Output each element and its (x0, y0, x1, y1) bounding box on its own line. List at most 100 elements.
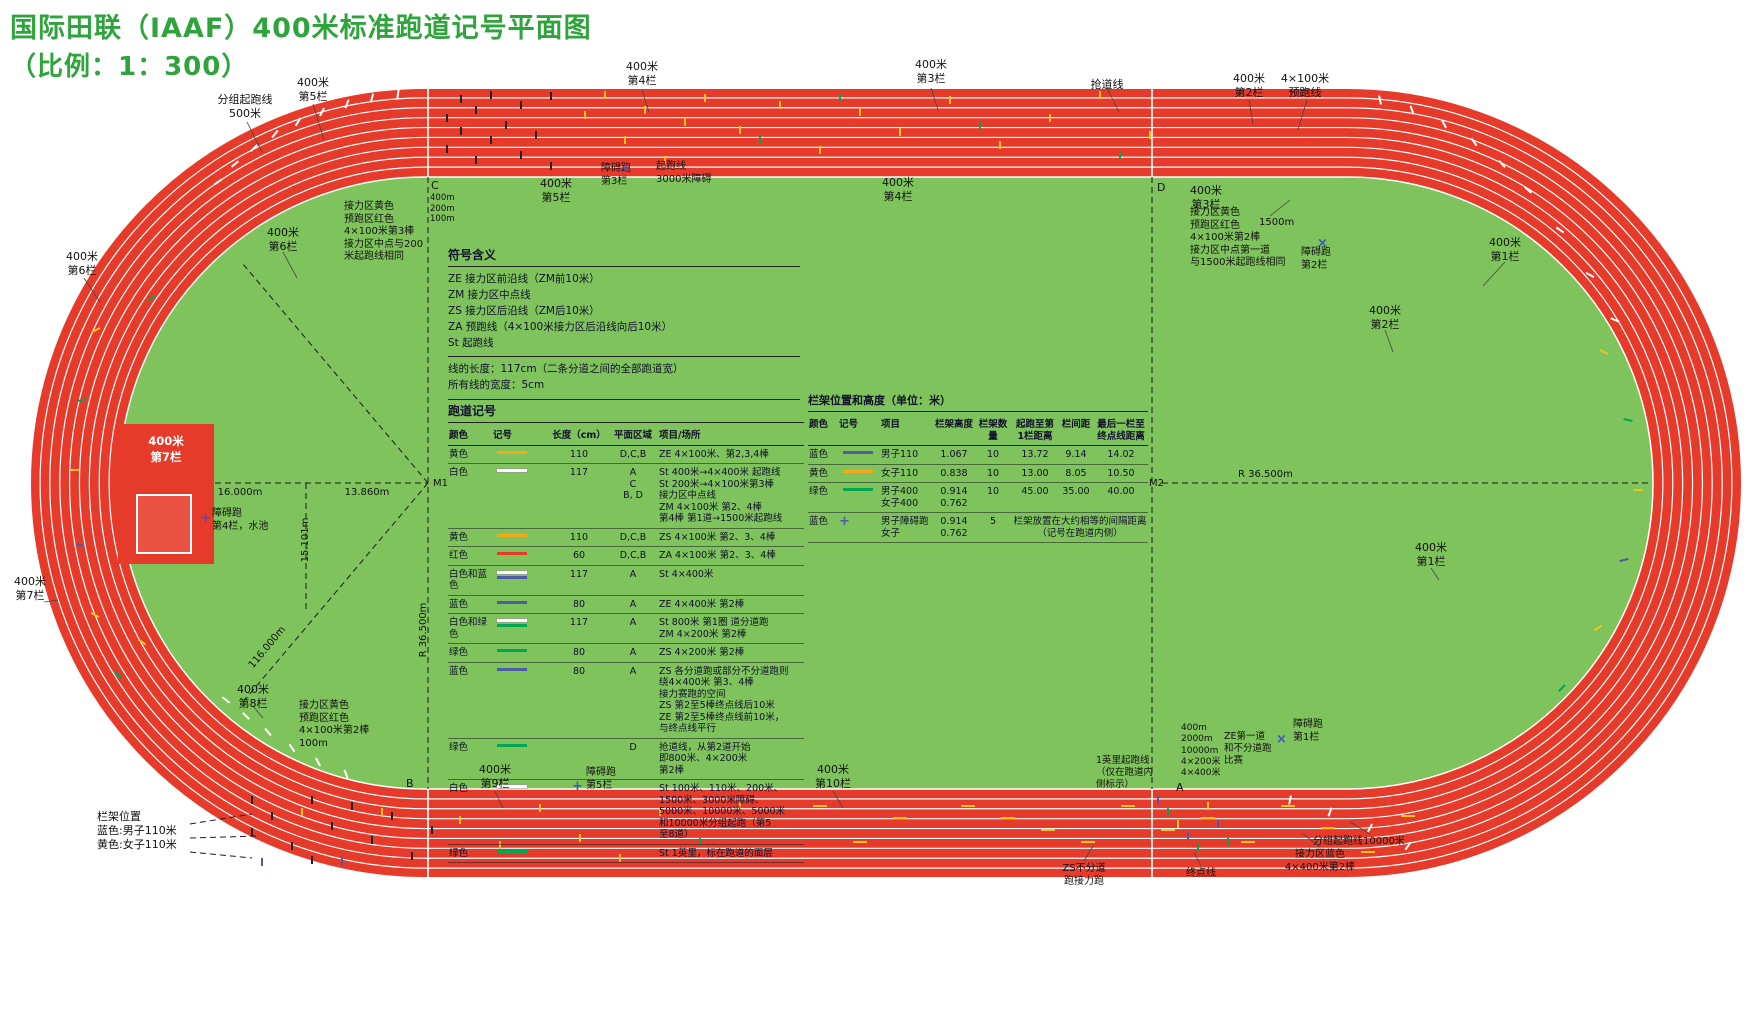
label-400m-hurdle6-mid: 400米 第6栏 (267, 226, 299, 253)
label-a-distances: 400m 2000m 10000m 4×200米 4×400米 (1181, 723, 1221, 778)
hurdles-color-name: 蓝色 (809, 449, 829, 460)
plus-mark-icon: + (839, 514, 850, 529)
marks-color-name: 绿色 (449, 847, 469, 859)
callout-line-12 (1430, 567, 1440, 581)
label-400m-hurdle1-right: 400米 第1栏 (1415, 541, 1447, 568)
track-mark-107 (499, 841, 501, 849)
construction-line-8 (189, 835, 259, 839)
track-mark-96 (331, 822, 333, 830)
track-mark-31 (759, 136, 761, 144)
track-mark-59 (147, 294, 157, 302)
marks-swatch (492, 549, 550, 558)
track-mark-39 (294, 117, 302, 127)
color-bar-icon (497, 552, 527, 555)
hurdles-height: 1.067 (940, 449, 968, 460)
callout-line-17 (1193, 851, 1202, 867)
marks-color-name: 黄色 (449, 531, 469, 543)
marks-usage: St 1英里，标在跑道的面层 (659, 847, 773, 859)
hurdles-between: 35.00 (1062, 486, 1090, 497)
label-400m-hurdle2-right: 400米 第2栏 (1369, 304, 1401, 331)
marks-length (550, 847, 608, 849)
track-mark-99 (391, 812, 393, 820)
marks-usage: St 800米 第1圈 道分道跑 ZM 4×200米 第2棒 (659, 617, 769, 640)
track-mark-70 (1081, 841, 1095, 843)
marks-length: 117 (569, 467, 589, 478)
label-point-b: B (406, 777, 414, 790)
callout-line-2 (641, 89, 650, 113)
callout-line-15 (832, 790, 844, 809)
callout-line-18 (1302, 833, 1321, 848)
marks-usage: ZE 4×400米 第2棒 (659, 598, 745, 610)
track-mark-114 (1288, 795, 1292, 805)
track-mark-12 (550, 92, 552, 100)
track-mark-122 (315, 757, 321, 767)
track-mark-118 (221, 696, 231, 704)
hurdles-count: 10 (986, 486, 1000, 497)
color-bar-icon (497, 649, 527, 652)
hurdles-col-header: 起跑至第 1栏距离 (1015, 419, 1054, 442)
track-mark-88 (1217, 820, 1219, 828)
track-mark-23 (819, 146, 821, 154)
track-mark-100 (411, 852, 413, 860)
track-mark-46 (1441, 119, 1447, 129)
track-mark-78 (1401, 815, 1415, 817)
callout-line-3 (930, 87, 939, 111)
track-mark-42 (230, 160, 240, 168)
marker-steeple-1-cross: × (1276, 732, 1287, 747)
label-c-distances: 400m 200m 100m (430, 193, 455, 225)
label-steeple-hurdle2: 障碍跑 第2栏 (1301, 247, 1331, 271)
hurdle7-highlight-box: 400米 第7栏 (118, 424, 214, 564)
hurdles-between: 9.14 (1065, 449, 1087, 460)
legend-item: ZA 预跑线（4×100米接力区后沿线向后10米） (448, 321, 673, 333)
label-relay-zone-topleft: 接力区黄色 预跑区红色 4×100米第3棒 接力区中点与200 米起跑线相同 (344, 201, 424, 262)
track-mark-101 (431, 826, 433, 834)
marks-zone: A (629, 598, 637, 610)
track-mark-71 (1121, 805, 1135, 807)
track-mark-52 (1610, 317, 1620, 323)
color-bar-icon (497, 743, 527, 747)
track-mark-56 (75, 542, 85, 548)
marks-swatch (492, 466, 550, 475)
marks-color-name: 白色 (449, 783, 469, 794)
callout-line-4 (1106, 87, 1120, 113)
label-break-line-top: 抢道线 (1090, 78, 1124, 91)
label-steeple-hurdle5: 障碍跑 第5栏 (586, 767, 616, 791)
label-ze-lane1: ZE第一道 和不分道跑 比赛 (1224, 731, 1272, 766)
marks-table-heading: 跑道记号 (448, 402, 804, 423)
hurdles-col-header: 栏间距 (1061, 419, 1091, 430)
track-mark-110 (619, 854, 621, 862)
page-subtitle-scale: （比例：1：300） (10, 52, 249, 82)
hurdles-col-header: 颜色 (809, 419, 829, 430)
callout-line-13 (252, 705, 264, 719)
track-mark-0 (446, 114, 448, 122)
track-mark-108 (539, 804, 541, 812)
label-400m-hurdle4-top: 400米 第4栏 (626, 60, 658, 87)
legend-item: ZM 接力区中点线 (448, 289, 531, 301)
legend-note: 所有线的宽度：5cm (448, 379, 545, 391)
marks-color-name: 白色和蓝色 (449, 568, 488, 592)
label-400m-hurdle4-infield: 400米 第4栏 (882, 176, 914, 203)
marker-steeple-3-plus: + (620, 161, 631, 176)
callout-line-19 (1349, 821, 1371, 835)
hurdles-height: 0.838 (940, 467, 968, 479)
lane-line-1 (108, 166, 1664, 800)
track-mark-67 (961, 805, 975, 807)
label-400m-hurdle8: 400米 第8栏 (237, 683, 269, 710)
construction-line-6 (242, 482, 429, 703)
color-bar-icon (497, 667, 527, 671)
marks-usage: ZA 4×100米 第2、3、4棒 (659, 550, 776, 561)
label-point-d: D (1157, 181, 1166, 194)
label-hurdle-positions: 栏架位置 蓝色:男子110米 黄色:女子110米 (97, 810, 177, 851)
track-mark-37 (344, 99, 350, 109)
color-bar-icon (497, 619, 527, 622)
marks-usage: St 100米、110米、200米、 1500米、3000米障碍、 5000米、… (659, 783, 786, 840)
track-mark-69 (1041, 829, 1055, 831)
track-mark-84 (1177, 820, 1179, 828)
label-relay-zone-topright: 接力区黄色 预跑区红色 4×100米第2棒 接力区中点第一道 与1500米起跑线… (1190, 207, 1286, 268)
